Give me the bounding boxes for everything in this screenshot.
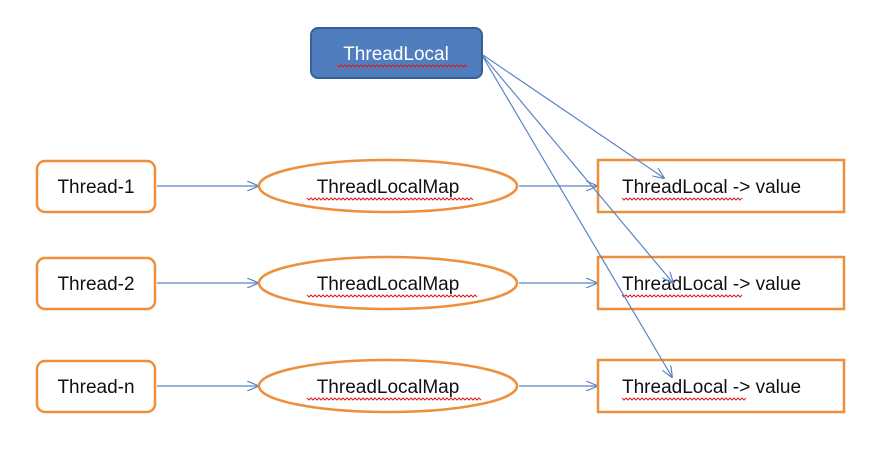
entry-box bbox=[596, 358, 846, 414]
spellcheck-underline bbox=[306, 294, 478, 298]
entry-box bbox=[596, 158, 846, 214]
threadlocalmap-label: ThreadLocalMap bbox=[317, 274, 460, 295]
entry-label: ThreadLocal -> value bbox=[622, 177, 801, 198]
threadlocalmap-label: ThreadLocalMap bbox=[317, 177, 460, 198]
thread-label: Thread-n bbox=[57, 377, 134, 398]
entry-rest: -> value bbox=[728, 377, 801, 398]
thread-label: Thread-1 bbox=[57, 177, 134, 198]
spellcheck-underline bbox=[336, 64, 468, 68]
row-thread-2: Thread-2 ThreadLocalMap ThreadLocal -> v… bbox=[35, 255, 846, 311]
thread-box bbox=[35, 256, 157, 311]
row-thread-n: Thread-n ThreadLocalMap ThreadLocal -> v… bbox=[35, 358, 846, 414]
spellcheck-underline bbox=[306, 197, 474, 201]
entry-label: ThreadLocal -> value bbox=[622, 377, 801, 398]
threadlocal-node-label: ThreadLocal bbox=[343, 44, 449, 65]
spellcheck-underline bbox=[621, 397, 747, 401]
arrow-threadlocal-to-entry-n bbox=[482, 56, 672, 377]
spellcheck-underline bbox=[306, 397, 482, 401]
entry-rest: -> value bbox=[728, 177, 801, 198]
thread-box bbox=[35, 359, 157, 414]
entry-rest: -> value bbox=[728, 274, 801, 295]
thread-label: Thread-2 bbox=[57, 274, 134, 295]
thread-box bbox=[35, 159, 157, 214]
entry-box bbox=[596, 255, 846, 311]
threadlocalmap-label: ThreadLocalMap bbox=[317, 377, 460, 398]
threadlocal-node: ThreadLocal bbox=[310, 27, 483, 79]
entry-key: ThreadLocal bbox=[622, 377, 728, 398]
row-thread-1: Thread-1 ThreadLocalMap ThreadLocal -> v… bbox=[35, 158, 846, 214]
arrow-threadlocal-to-entry-2 bbox=[482, 55, 673, 283]
arrow-threadlocal-to-entry-1 bbox=[482, 54, 664, 178]
entry-key: ThreadLocal bbox=[622, 274, 728, 295]
spellcheck-underline bbox=[621, 197, 743, 201]
entry-key: ThreadLocal bbox=[622, 177, 728, 198]
entry-label: ThreadLocal -> value bbox=[622, 274, 801, 295]
spellcheck-underline bbox=[621, 294, 743, 298]
